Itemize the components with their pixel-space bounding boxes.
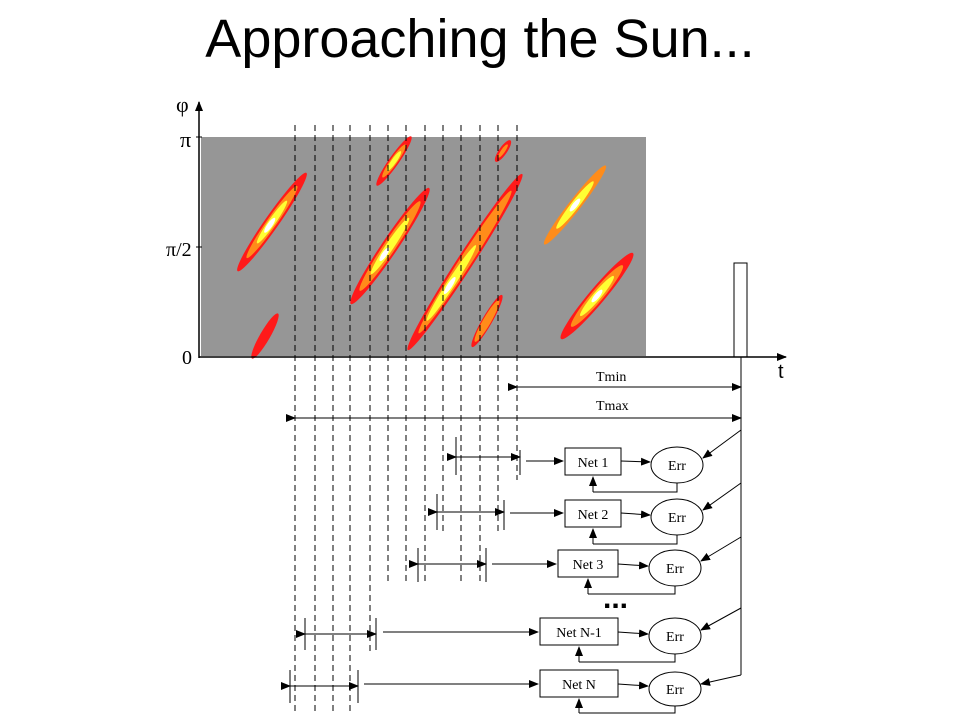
err-label-2: Err	[668, 511, 686, 526]
net-box-n	[539, 669, 619, 698]
y-tick-label-pi-half: π/2	[166, 239, 192, 261]
net-label-1: Net 1	[578, 456, 609, 471]
blob	[494, 140, 512, 162]
net-box-n-1	[539, 617, 619, 646]
net-row-2: Net 2 Err	[428, 482, 742, 545]
blob	[560, 252, 634, 340]
y-tick-label-zero: 0	[182, 347, 192, 369]
net-label-3: Net 3	[573, 558, 604, 573]
blob	[407, 173, 523, 351]
blob	[543, 165, 607, 245]
net-row-3: Net 3 Err	[409, 536, 742, 595]
net-label-n-1: Net N-1	[556, 626, 602, 641]
err-label-n: Err	[666, 683, 684, 698]
err-label-1: Err	[668, 459, 686, 474]
tmax-label: Tmax	[596, 399, 629, 414]
ellipsis: ...	[603, 582, 628, 615]
tmin-label: Tmin	[596, 370, 626, 385]
y-axis-label: φ	[176, 92, 189, 117]
err-label-3: Err	[666, 562, 684, 577]
blob	[251, 313, 279, 359]
slide-title: Approaching the Sun...	[205, 9, 755, 69]
blob	[237, 172, 307, 272]
net-box-1	[564, 447, 622, 476]
event-pulse	[733, 262, 748, 357]
net-box-2	[564, 499, 622, 528]
x-axis-label: t	[778, 361, 784, 383]
y-tick-label-pi: π	[180, 127, 191, 152]
phase-blobs	[237, 136, 634, 359]
net-row-n-1: Net N-1 Err	[296, 607, 742, 663]
net-label-2: Net 2	[578, 508, 609, 523]
net-row-1: Net 1 Err	[447, 429, 742, 493]
net-row-n: Net N Err	[281, 669, 742, 714]
err-label-n-1: Err	[666, 630, 684, 645]
blob	[471, 294, 503, 348]
net-box-3	[557, 549, 619, 578]
net-label-n: Net N	[562, 678, 596, 693]
